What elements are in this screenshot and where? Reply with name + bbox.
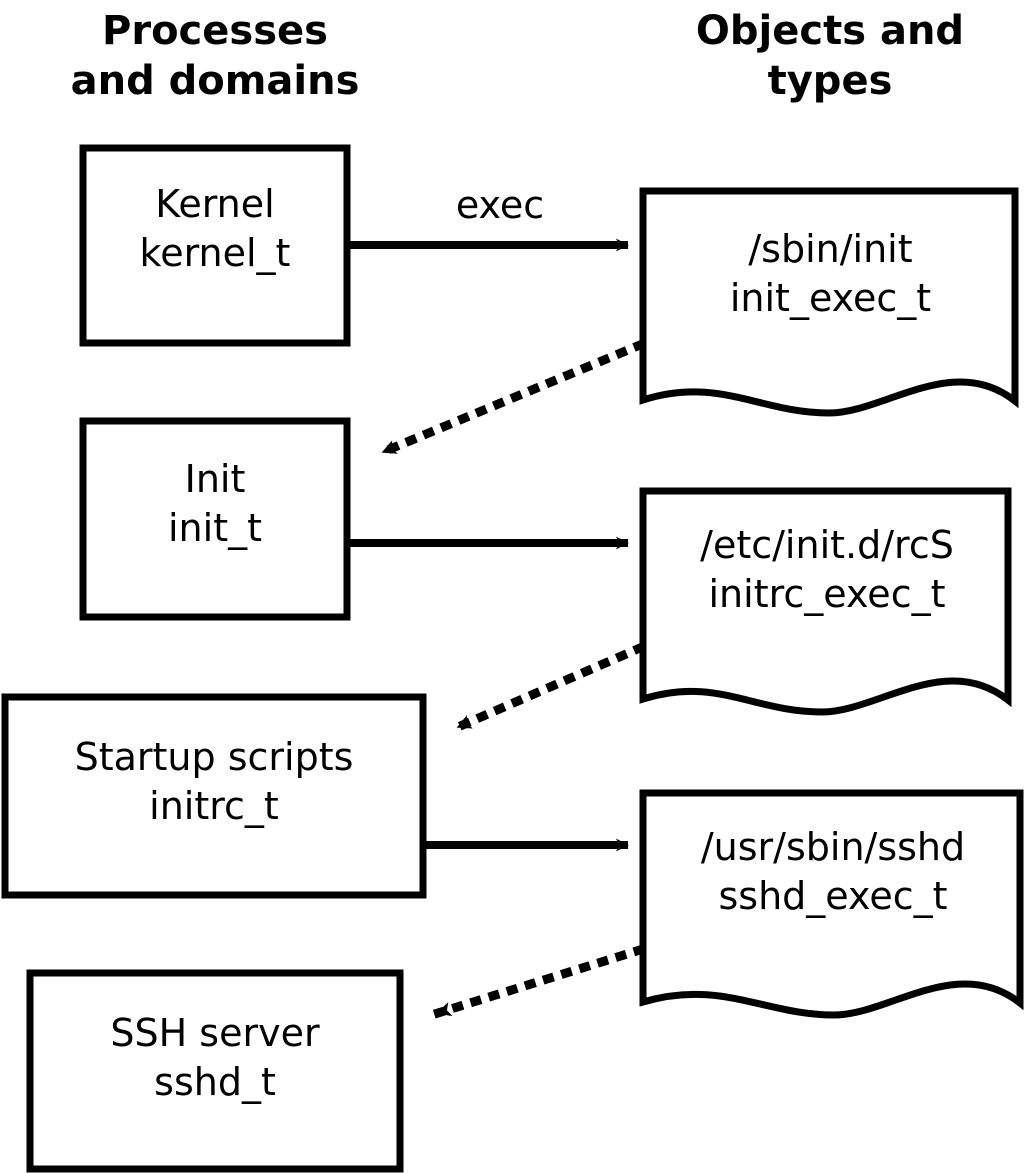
object-node-sbin-init-document-shape[interactable] — [639, 187, 1019, 417]
edge-sbin-init-transition-init — [377, 339, 646, 458]
column-header-objects-and-types: Objects and types — [695, 8, 965, 104]
edge-sshd-exec-transition-sshd — [432, 944, 646, 1019]
edge-rcs-transition-initrc — [452, 642, 646, 733]
object-node-etc-initd-rcs-document-shape[interactable] — [639, 487, 1012, 716]
process-node-kernel[interactable] — [79, 144, 351, 347]
process-node-ssh-server[interactable] — [26, 969, 404, 1173]
process-node-init[interactable] — [79, 417, 351, 621]
process-node-kernel-box[interactable] — [79, 144, 351, 347]
object-node-etc-initd-rcs[interactable] — [639, 487, 1012, 716]
process-node-ssh-server-box[interactable] — [26, 969, 404, 1173]
object-node-usr-sbin-sshd-document-shape[interactable] — [639, 789, 1024, 1019]
object-node-sbin-init[interactable] — [639, 187, 1019, 417]
process-node-init-box[interactable] — [79, 417, 351, 621]
process-node-startup-scripts[interactable] — [1, 693, 427, 899]
process-node-startup-scripts-box[interactable] — [1, 693, 427, 899]
column-header-processes-and-domains: Processes and domains — [70, 8, 360, 104]
object-node-usr-sbin-sshd[interactable] — [639, 789, 1024, 1019]
